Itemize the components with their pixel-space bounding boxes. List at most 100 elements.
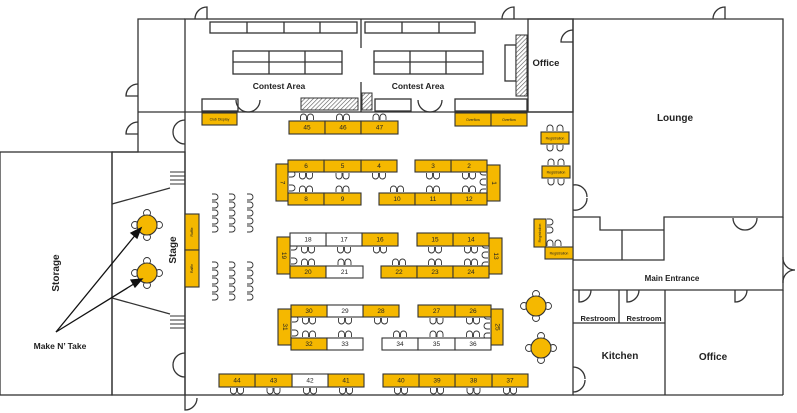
round-table-2[interactable] xyxy=(525,332,557,364)
chair xyxy=(374,318,381,325)
vendor-table-3[interactable]: 3 xyxy=(414,159,452,173)
chair xyxy=(338,318,345,325)
registration-table-2[interactable]: Registration xyxy=(541,165,571,179)
table-number: 2 xyxy=(467,163,471,170)
vendor-table-43[interactable]: 43 xyxy=(254,373,293,388)
table-shape xyxy=(323,192,362,206)
vendor-table-35[interactable]: 35 xyxy=(417,337,456,351)
chair xyxy=(469,173,476,180)
vendor-table-27[interactable]: 27 xyxy=(417,304,456,318)
vendor-table-2[interactable]: 2 xyxy=(450,159,488,173)
vendor-table-44[interactable]: 44 xyxy=(218,373,256,388)
raffle-table-1[interactable]: Raffle xyxy=(184,213,200,251)
vendor-table-7[interactable]: 7 xyxy=(275,163,289,202)
chair xyxy=(229,209,236,217)
chair xyxy=(426,185,433,192)
vendor-table-31[interactable]: 31 xyxy=(277,308,292,346)
vendor-table-38[interactable]: 38 xyxy=(454,373,493,388)
table-number: 19 xyxy=(280,252,287,260)
registration-table-4[interactable]: Registration xyxy=(544,246,574,260)
vendor-table-33[interactable]: 33 xyxy=(326,337,364,351)
vendor-table-15[interactable]: 15 xyxy=(416,232,454,247)
vendor-table-8[interactable]: 8 xyxy=(287,192,325,206)
overflow-table-2[interactable]: Overflow xyxy=(490,112,528,127)
vendor-table-10[interactable]: 10 xyxy=(378,192,416,206)
vendor-table-37[interactable]: 37 xyxy=(491,373,529,388)
vendor-table-13[interactable]: 13 xyxy=(488,237,503,275)
round-table-shape xyxy=(136,214,158,236)
chair xyxy=(303,388,310,395)
table-number: 45 xyxy=(303,125,311,132)
vendor-table-5[interactable]: 5 xyxy=(323,159,362,173)
round-table-1[interactable] xyxy=(520,290,552,322)
vendor-table-20[interactable]: 20 xyxy=(289,265,327,279)
make-n-take-table-2[interactable] xyxy=(131,257,163,289)
vendor-table-40[interactable]: 40 xyxy=(382,373,420,388)
chair xyxy=(345,318,352,325)
vendor-table-30[interactable]: 30 xyxy=(290,304,328,318)
chair xyxy=(237,388,244,395)
table-shape xyxy=(417,304,456,318)
vendor-table-4[interactable]: 4 xyxy=(360,159,398,173)
chair xyxy=(546,145,554,152)
chair xyxy=(483,322,490,330)
vendor-table-19[interactable]: 19 xyxy=(276,236,291,275)
vendor-table-29[interactable]: 29 xyxy=(326,304,364,318)
vendor-table-18[interactable]: 18 xyxy=(289,232,327,247)
table-shape xyxy=(360,120,399,135)
vendor-table-9[interactable]: 9 xyxy=(323,192,362,206)
overflow-table-1[interactable]: Overflow xyxy=(454,112,492,127)
table-number: 34 xyxy=(396,341,404,348)
table-number: 27 xyxy=(433,308,441,315)
vendor-table-39[interactable]: 39 xyxy=(418,373,456,388)
vendor-table-17[interactable]: 17 xyxy=(325,232,363,247)
vendor-table-46[interactable]: 46 xyxy=(324,120,362,135)
chair xyxy=(435,247,442,254)
vendor-table-14[interactable]: 14 xyxy=(452,232,490,247)
vendor-table-28[interactable]: 28 xyxy=(362,304,400,318)
vendor-table-11[interactable]: 11 xyxy=(414,192,452,206)
table-number: 40 xyxy=(397,378,405,385)
vendor-table-34[interactable]: 34 xyxy=(381,337,419,351)
special-tables: Club Display Overflow OverflowRegistration… xyxy=(131,112,574,364)
vendor-table-12[interactable]: 12 xyxy=(450,192,488,206)
chair xyxy=(339,388,346,395)
vendor-table-41[interactable]: 41 xyxy=(327,373,365,388)
vendor-table-26[interactable]: 26 xyxy=(454,304,492,318)
vendor-table-23[interactable]: 23 xyxy=(416,265,454,279)
registration-table-3[interactable]: Registration xyxy=(533,218,547,248)
chair xyxy=(394,388,401,395)
table-shape xyxy=(184,249,200,288)
vendor-table-36[interactable]: 36 xyxy=(454,337,492,351)
vendor-table-45[interactable]: 45 xyxy=(288,120,326,135)
vendor-table-24[interactable]: 24 xyxy=(452,265,490,279)
table-label: Overflow xyxy=(502,118,516,122)
chair xyxy=(343,113,350,120)
table-number: 42 xyxy=(306,378,314,385)
doors xyxy=(125,6,796,411)
chair xyxy=(342,185,350,192)
table-shape xyxy=(486,164,501,202)
vendor-table-6[interactable]: 6 xyxy=(287,159,325,173)
vendor-table-1[interactable]: 1 xyxy=(486,164,501,202)
table-number: 35 xyxy=(433,341,441,348)
chair xyxy=(229,261,236,269)
table-number: 5 xyxy=(341,163,345,170)
chair xyxy=(344,258,352,265)
vendor-table-47[interactable]: 47 xyxy=(360,120,399,135)
vendor-table-42[interactable]: 42 xyxy=(291,373,329,388)
table-number: 28 xyxy=(377,308,385,315)
make-n-take-table-1[interactable] xyxy=(131,209,163,241)
club-display-table[interactable]: Club Display xyxy=(201,112,238,126)
vendor-table-25[interactable]: 25 xyxy=(490,308,504,346)
table-shape xyxy=(540,131,570,145)
registration-table-1[interactable]: Registration xyxy=(540,131,570,145)
chair xyxy=(247,261,254,269)
vendor-table-16[interactable]: 16 xyxy=(361,232,399,247)
vendor-table-21[interactable]: 21 xyxy=(325,265,364,279)
chair xyxy=(212,293,219,301)
vendor-table-32[interactable]: 32 xyxy=(290,337,328,351)
raffle-table-2[interactable]: Raffle xyxy=(184,249,200,288)
vendor-table-22[interactable]: 22 xyxy=(380,265,418,279)
